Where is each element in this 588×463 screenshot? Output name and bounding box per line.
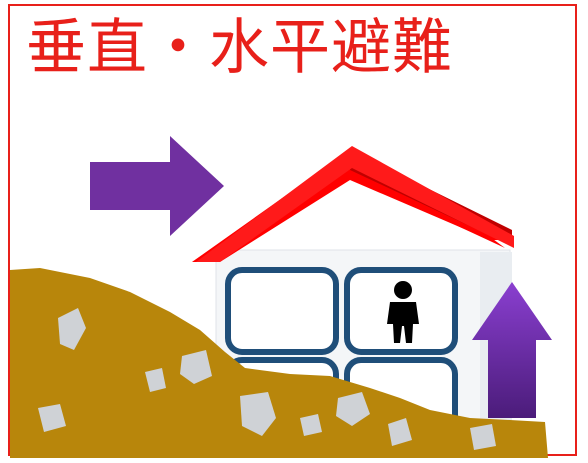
- rock: [180, 350, 212, 384]
- window-upper-left: [225, 267, 339, 355]
- rock: [240, 392, 276, 436]
- roof-main: [196, 146, 514, 262]
- rock: [300, 414, 322, 436]
- rock: [336, 392, 370, 426]
- rock: [38, 404, 66, 432]
- rock: [145, 368, 166, 392]
- horizontal-evacuation-arrow: [90, 136, 224, 236]
- vertical-evacuation-arrow: [472, 282, 552, 418]
- person-icon: [387, 281, 419, 343]
- rock: [470, 424, 496, 450]
- rock: [58, 308, 86, 350]
- diagram-title: 垂直・水平避難: [26, 13, 453, 83]
- rock: [388, 418, 412, 446]
- landslide-debris: [10, 268, 548, 458]
